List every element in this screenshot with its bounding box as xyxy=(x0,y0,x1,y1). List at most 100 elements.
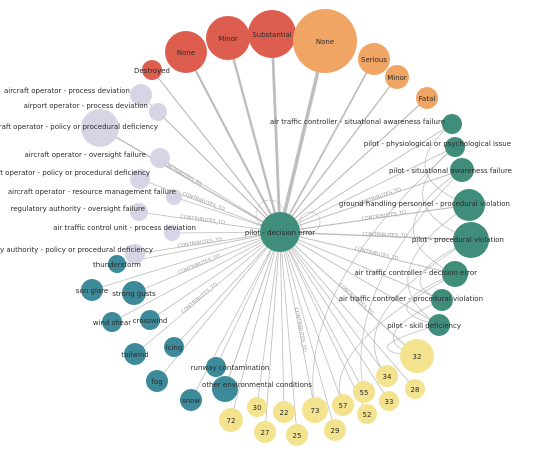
curved-edge xyxy=(406,273,456,326)
node-org-3[interactable]: aircraft operator - policy or procedural… xyxy=(0,109,158,147)
node-hum-2[interactable]: pilot - physiological or psychological i… xyxy=(364,137,511,157)
node-cat-55[interactable]: 55 xyxy=(353,381,375,403)
node-org-9[interactable]: regulatory authority - policy or procedu… xyxy=(0,244,153,264)
node-org-7[interactable]: regulatory authority - oversight failure xyxy=(11,203,148,221)
node-hum-5[interactable]: pilot - procedural violation xyxy=(412,222,504,258)
node-label: Serious xyxy=(361,56,387,64)
node-cat-72[interactable]: 72 xyxy=(219,408,243,432)
node-env-2[interactable]: sun glare xyxy=(76,279,108,301)
node-env-6[interactable]: tailwind xyxy=(121,343,149,365)
node-cat-73[interactable]: 73 xyxy=(302,397,328,423)
edge-hum-3 xyxy=(279,169,463,233)
node-label: sun glare xyxy=(76,287,108,295)
node-env-9[interactable]: runway contamination xyxy=(191,357,270,377)
node-cat-52[interactable]: 52 xyxy=(357,404,377,424)
edge-env-5 xyxy=(149,231,281,321)
node-dmg-none[interactable]: None xyxy=(165,31,207,73)
node-org-4[interactable]: aircraft operator - oversight failure xyxy=(24,148,170,168)
edge-env-2 xyxy=(91,231,281,291)
node-cat-34[interactable]: 34 xyxy=(376,365,398,387)
node-circle xyxy=(286,424,308,446)
node-inj-fatal[interactable]: Fatal xyxy=(416,87,438,109)
node-label: 32 xyxy=(413,353,422,361)
node-env-4[interactable]: wind shear xyxy=(93,312,131,332)
node-circle xyxy=(302,397,328,423)
node-env-10[interactable]: snow xyxy=(180,389,202,411)
node-label: Substantial xyxy=(252,31,291,39)
node-env-1[interactable]: thunderstorm xyxy=(93,255,141,273)
center-node[interactable]: pilot - decision error xyxy=(245,212,315,252)
node-label: other environmental conditions xyxy=(202,381,312,389)
edge-inj-minor xyxy=(279,76,398,233)
node-dmg-minor[interactable]: Minor xyxy=(206,16,250,60)
node-label: crosswind xyxy=(133,317,168,325)
edge-dmg-none xyxy=(185,51,281,233)
node-org-6[interactable]: aircraft operator - resource management … xyxy=(8,188,182,205)
node-hum-3[interactable]: pilot - situational awareness failure xyxy=(389,158,512,182)
edge-cat-28 xyxy=(279,231,416,390)
node-label: pilot - procedural violation xyxy=(412,236,504,244)
edge-dmg-minor xyxy=(226,37,282,233)
edge-cat-25 xyxy=(279,231,298,436)
node-env-8[interactable]: fog xyxy=(146,370,168,392)
edge-inj-none xyxy=(278,40,327,233)
node-org-5[interactable]: airport operator - policy or procedural … xyxy=(0,169,150,189)
node-label: Minor xyxy=(387,74,407,82)
node-label: 27 xyxy=(261,429,270,437)
node-cat-30[interactable]: 30 xyxy=(247,397,267,417)
node-circle xyxy=(219,408,243,432)
node-dmg-substantial[interactable]: Substantial xyxy=(248,10,296,58)
node-env-11[interactable]: other environmental conditions xyxy=(202,376,312,402)
node-cat-33[interactable]: 33 xyxy=(379,391,399,411)
node-circle xyxy=(450,158,474,182)
node-label: tailwind xyxy=(121,351,148,359)
node-circle xyxy=(81,279,103,301)
edge-label: CONTRIBUTES_TO xyxy=(354,246,399,262)
node-label: air traffic controller - situational awa… xyxy=(270,118,445,126)
node-inj-minor[interactable]: Minor xyxy=(385,65,409,89)
node-inj-none[interactable]: None xyxy=(293,9,357,73)
node-circle xyxy=(140,310,160,330)
curved-edge xyxy=(407,204,470,326)
node-hum-7[interactable]: air traffic controller - procedural viol… xyxy=(339,289,483,311)
edge-org-2 xyxy=(157,111,281,233)
node-org-1[interactable]: aircraft operator - process deviation xyxy=(4,84,152,106)
node-circle xyxy=(164,337,184,357)
node-label: 73 xyxy=(311,407,320,415)
node-env-7[interactable]: icing xyxy=(164,337,184,357)
node-cat-32[interactable]: 32 xyxy=(400,339,434,373)
node-env-5[interactable]: crosswind xyxy=(133,310,168,330)
curved-edge xyxy=(424,123,470,206)
node-cat-29[interactable]: 29 xyxy=(324,419,346,441)
node-hum-1[interactable]: air traffic controller - situational awa… xyxy=(270,114,462,134)
curved-edge xyxy=(360,169,463,393)
node-label: 52 xyxy=(363,411,372,419)
edge-env-7 xyxy=(173,231,281,348)
center-node-label: pilot - decision error xyxy=(245,229,315,237)
node-label: strong gusts xyxy=(112,290,156,298)
node-circle xyxy=(130,84,152,106)
node-label: 28 xyxy=(411,386,420,394)
curved-edge xyxy=(339,273,456,406)
node-cat-27[interactable]: 27 xyxy=(254,421,276,443)
node-label: 72 xyxy=(227,417,236,425)
edge-hum-5 xyxy=(279,231,472,241)
node-dmg-destroyed[interactable]: Destroyed xyxy=(134,60,170,80)
node-hum-8[interactable]: pilot - skill deficiency xyxy=(387,314,461,336)
node-hum-4[interactable]: ground handling personnel - procedural v… xyxy=(339,189,510,221)
node-org-2[interactable]: airport operator - process deviation xyxy=(24,102,167,121)
node-hum-6[interactable]: air traffic controller - decision error xyxy=(355,261,478,287)
self-loop-edge xyxy=(299,211,321,233)
node-inj-serious[interactable]: Serious xyxy=(358,43,390,75)
node-label: 29 xyxy=(331,427,340,435)
node-cat-28[interactable]: 28 xyxy=(405,379,425,399)
node-cat-25[interactable]: 25 xyxy=(286,424,308,446)
edge-org-4 xyxy=(159,157,281,233)
node-cat-57[interactable]: 57 xyxy=(332,394,354,416)
node-circle xyxy=(385,65,409,89)
node-org-8[interactable]: air traffic control unit - process devia… xyxy=(53,224,196,241)
node-cat-22[interactable]: 22 xyxy=(273,401,295,423)
edge-cat-52 xyxy=(279,231,368,415)
node-env-3[interactable]: strong gusts xyxy=(112,281,156,305)
